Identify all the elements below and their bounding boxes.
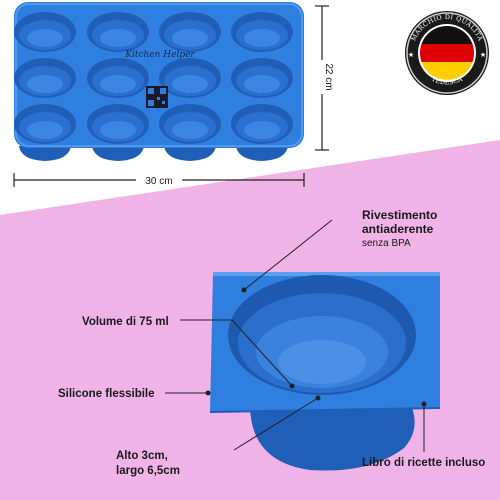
tray-cup-bottom (164, 146, 216, 161)
tray-cup (159, 104, 221, 144)
tray-cups (14, 12, 293, 144)
badge-star-icon: ★ (480, 51, 486, 59)
germany-flag-icon (420, 26, 474, 80)
tray-cup-bottom (19, 146, 71, 161)
tray-cup (231, 58, 293, 98)
muffin-tray: Kitchen Helper (14, 2, 304, 161)
quality-badge: MARCHIO DI QUALITÀ TEDESCA ★ ★ (405, 11, 489, 95)
callout-coating-sub: senza BPA (362, 238, 411, 249)
tray-logo-text: Kitchen Helper (124, 50, 195, 60)
dimension-height-label: 22 cm (323, 63, 334, 90)
dimension-width: 30 cm (13, 170, 305, 188)
tray-cup (87, 12, 149, 52)
badge-star-icon: ★ (408, 51, 414, 59)
dimension-height: 22 cm (313, 5, 334, 151)
tray-cup (14, 58, 76, 98)
tray-body (14, 2, 304, 148)
tray-cup (231, 104, 293, 144)
tray-cup (87, 58, 149, 98)
single-muffin-cup (209, 272, 441, 471)
tray-cup (159, 58, 221, 98)
callout-volume: Volume di 75 ml (82, 316, 169, 328)
tray-cup (87, 104, 149, 144)
callout-coating-title-2: antiaderente (362, 222, 434, 236)
tray-cup-bottoms (19, 146, 288, 161)
callout-book: Libro di ricette incluso (362, 457, 485, 469)
callout-dots (205, 287, 427, 407)
qr-code (146, 86, 168, 108)
callout-silicone: Silicone flessibile (58, 388, 155, 400)
callout-lines (165, 219, 425, 452)
tray-cup (231, 12, 293, 52)
callout-size-1: Alto 3cm, (116, 450, 168, 462)
callout-coating-title-1: Rivestimento (362, 208, 437, 222)
tray-cup (14, 12, 76, 52)
callout-size-2: largo 6,5cm (116, 465, 180, 477)
dimension-width-label: 30 cm (145, 176, 172, 187)
tray-cup (159, 12, 221, 52)
cup-bowl-bottom (250, 408, 415, 471)
tray-cup-bottom (92, 146, 144, 161)
badge-bottom-text: TEDESCA (430, 75, 464, 87)
tray-cup (14, 104, 76, 144)
tray-cup-bottom (236, 146, 288, 161)
